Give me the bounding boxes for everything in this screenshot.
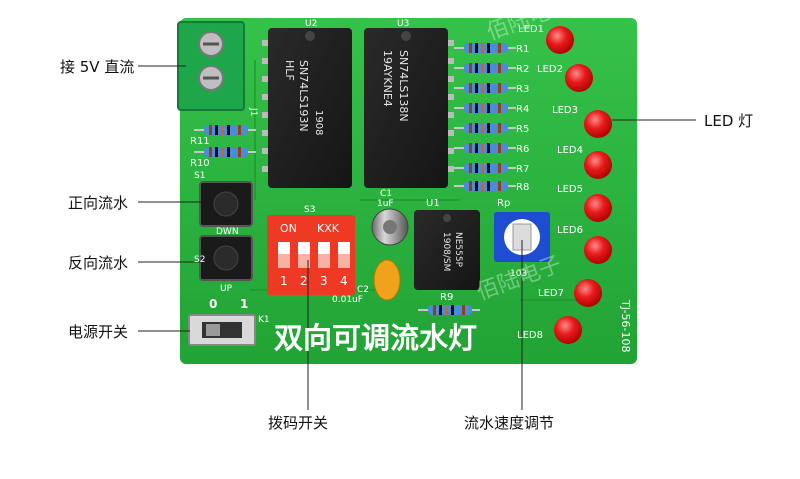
callout-reverse-flow: 反向流水	[68, 254, 129, 272]
dip-ref: S3	[304, 205, 315, 215]
led-label-1: LED1	[518, 24, 544, 35]
led-label-6: LED6	[557, 225, 583, 236]
leader-lines	[138, 65, 696, 410]
led-label-2: LED2	[537, 64, 563, 75]
cap2-ref: C2	[357, 285, 369, 295]
board-model: TJ-56-108	[619, 299, 632, 353]
chip-u1-part: NE555P	[453, 232, 463, 268]
callout-power-switch: 电源开关	[68, 323, 129, 341]
callout-forward-flow: 正向流水	[68, 194, 129, 212]
chip-u1	[414, 210, 480, 290]
resistor-label-2: R2	[516, 64, 529, 75]
button-s1-label: S1	[194, 171, 205, 181]
callout-dip-switch: 拨码开关	[268, 414, 329, 432]
chip-u3	[364, 28, 448, 188]
cap1-ref: C1	[380, 189, 392, 199]
chip-u2	[268, 28, 352, 188]
led-label-5: LED5	[557, 184, 583, 195]
callout-led-lights: LED 灯	[704, 112, 754, 130]
switch-ref: K1	[258, 315, 270, 325]
switch-1-label: 1	[240, 297, 248, 311]
resistor-label-r11: R11	[190, 136, 210, 147]
dip-switch	[267, 215, 355, 295]
led-label-7: LED7	[538, 288, 564, 299]
led-group	[546, 26, 612, 344]
chip-u3-code: 19AYKNE4	[381, 50, 394, 107]
led-label-4: LED4	[557, 145, 583, 156]
cap1-value: 1uF	[377, 199, 394, 209]
chip-u2-code: 1908	[313, 110, 324, 135]
button-s2-label: S2	[194, 255, 205, 265]
chip-u2-brand: HLF	[283, 60, 296, 81]
chip-u1-code: 1908/SM	[441, 232, 451, 271]
dip-on-label: ON	[280, 222, 297, 235]
pot-ref: Rp	[497, 198, 510, 209]
switch-0-label: 0	[209, 297, 217, 311]
callout-speed-adjust: 流水速度调节	[464, 414, 555, 432]
capacitor-c1	[371, 208, 409, 246]
chip-u2-part: SN74LS193N	[297, 60, 310, 132]
button-up-label: UP	[220, 284, 233, 294]
led-label-3: LED3	[552, 105, 578, 116]
resistor-label-8: R8	[516, 182, 529, 193]
board-title: 双向可调流水灯	[274, 321, 477, 355]
chip-u2-ref: U2	[305, 19, 317, 29]
resistor-label-5: R5	[516, 124, 529, 135]
dip-kxk-label: KXK	[317, 222, 340, 235]
resistor-label-7: R7	[516, 164, 529, 175]
dip-number-2: 2	[300, 274, 308, 288]
resistor-label-r9: R9	[440, 292, 453, 303]
chip-u3-part: SN74LS138N	[397, 50, 410, 122]
dip-number-1: 1	[280, 274, 288, 288]
dip-number-4: 4	[340, 274, 348, 288]
chip-u3-ref: U3	[397, 19, 409, 29]
resistor-label-1: R1	[516, 44, 529, 55]
capacitor-c2	[373, 259, 401, 301]
button-dwn-label: DWN	[216, 227, 239, 237]
callout-power-input: 接 5V 直流	[60, 58, 135, 76]
potentiometer	[494, 212, 550, 262]
led-label-8: LED8	[517, 330, 543, 341]
terminal-block	[177, 21, 245, 111]
pot-value: 103	[510, 269, 527, 279]
resistor-label-4: R4	[516, 104, 529, 115]
chip-u1-ref: U1	[426, 198, 440, 209]
button-up	[199, 235, 253, 281]
slide-switch	[188, 314, 256, 346]
resistor-label-6: R6	[516, 144, 529, 155]
resistor-label-3: R3	[516, 84, 529, 95]
button-dwn	[199, 181, 253, 227]
cap2-value: 0.01uF	[332, 295, 363, 305]
dip-number-3: 3	[320, 274, 328, 288]
resistor-label-r10: R10	[190, 158, 210, 169]
terminal-ref: J1	[248, 107, 258, 116]
